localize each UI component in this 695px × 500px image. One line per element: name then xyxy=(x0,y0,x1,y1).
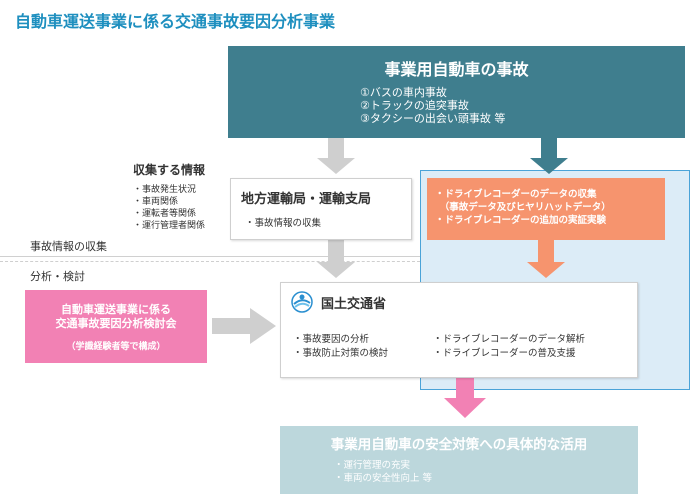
safety-measures-item: ・運行管理の充実 xyxy=(334,460,411,471)
accident-type-item: ③タクシーの出会い頭事故 等 xyxy=(360,112,506,125)
accident-box: 事業用自動車の事故 ①バスの車内事故 ②トラックの追突事故 ③タクシーの出会い頭… xyxy=(228,46,685,138)
gray-arrow-down-icon xyxy=(317,138,355,174)
section-divider xyxy=(0,256,420,257)
orange-arrow-down-icon xyxy=(527,240,565,278)
drive-recorder-collection-box: ・ドライブレコーダーのデータの収集 （事故データ及びヒヤリハットデータ） ・ドラ… xyxy=(427,178,665,240)
mlit-analysis-list: ・事故要因の分析 ・事故防止対策の検討 xyxy=(293,333,388,361)
mlit-drive-recorder-list: ・ドライブレコーダーのデータ解析 ・ドライブレコーダーの普及支援 xyxy=(433,333,585,361)
review-committee-title-line: 交通事故要因分析検討会 xyxy=(55,317,177,330)
drive-recorder-collection-item: ・ドライブレコーダーのデータの収集 xyxy=(435,189,597,200)
accident-box-title: 事業用自動車の事故 xyxy=(384,60,529,79)
mlit-logo-icon xyxy=(291,291,313,313)
section-label-analysis: 分析・検討 xyxy=(30,270,85,283)
mlit-analysis-item: ・事故要因の分析 xyxy=(293,334,370,345)
teal-arrow-down-icon xyxy=(530,138,568,174)
collected-info-item: ・運行管理者関係 xyxy=(133,221,206,231)
drive-recorder-collection-item: （事故データ及びヒヤリハットデータ） xyxy=(435,202,611,213)
gray-arrow-right-icon xyxy=(212,308,276,344)
accident-type-item: ①バスの車内事故 xyxy=(360,86,447,99)
regional-transport-bureau-box: 地方運輸局・運輸支局 ・事故情報の収集 xyxy=(230,178,412,240)
gray-arrow-down-icon xyxy=(317,240,355,278)
page-title: 自動車運送事業に係る交通事故要因分析事業 xyxy=(15,12,336,31)
safety-measures-item: ・車両の安全性向上 等 xyxy=(334,473,433,484)
regional-transport-bureau-title: 地方運輸局・運輸支局 xyxy=(241,192,372,207)
section-divider-dashed xyxy=(0,261,420,262)
collected-info-title: 収集する情報 xyxy=(133,163,206,177)
regional-transport-bureau-item: ・事故情報の収集 xyxy=(245,218,322,229)
accident-type-item: ②トラックの追突事故 xyxy=(360,99,469,112)
mlit-drive-recorder-item: ・ドライブレコーダーの普及支援 xyxy=(433,348,576,359)
review-committee-subtitle: （学識経験者等で構成） xyxy=(66,342,166,352)
review-committee-box: 自動車運送事業に係る 交通事故要因分析検討会 （学識経験者等で構成） xyxy=(25,290,207,363)
mlit-box: 国土交通省 ・事故要因の分析 ・事故防止対策の検討 ・ドライブレコーダーのデータ… xyxy=(280,282,638,378)
review-committee-title: 自動車運送事業に係る 交通事故要因分析検討会 xyxy=(25,303,207,331)
mlit-analysis-item: ・事故防止対策の検討 xyxy=(293,348,389,359)
mlit-name: 国土交通省 xyxy=(321,297,387,312)
safety-measures-title: 事業用自動車の安全対策への具体的な活用 xyxy=(330,437,588,453)
pink-arrow-down-icon xyxy=(444,378,486,418)
collected-info-list: ・事故発生状況 ・車両関係 ・運転者等関係 ・運行管理者関係 xyxy=(133,184,205,232)
collected-info-item: ・事故発生状況 xyxy=(133,185,197,195)
section-label-collection: 事故情報の収集 xyxy=(30,240,107,253)
drive-recorder-collection-item: ・ドライブレコーダーの追加の実証実験 xyxy=(435,215,607,226)
collected-info-item: ・車両関係 xyxy=(133,197,179,207)
mlit-drive-recorder-item: ・ドライブレコーダーのデータ解析 xyxy=(433,334,586,345)
safety-measures-list: ・運行管理の充実 ・車両の安全性向上 等 xyxy=(334,459,432,485)
safety-measures-box: 事業用自動車の安全対策への具体的な活用 ・運行管理の充実 ・車両の安全性向上 等 xyxy=(280,426,638,494)
collected-info-item: ・運転者等関係 xyxy=(133,209,197,219)
drive-recorder-collection-list: ・ドライブレコーダーのデータの収集 （事故データ及びヒヤリハットデータ） ・ドラ… xyxy=(435,188,611,227)
accident-type-list: ①バスの車内事故 ②トラックの追突事故 ③タクシーの出会い頭事故 等 xyxy=(360,86,505,125)
review-committee-title-line: 自動車運送事業に係る xyxy=(61,303,171,316)
